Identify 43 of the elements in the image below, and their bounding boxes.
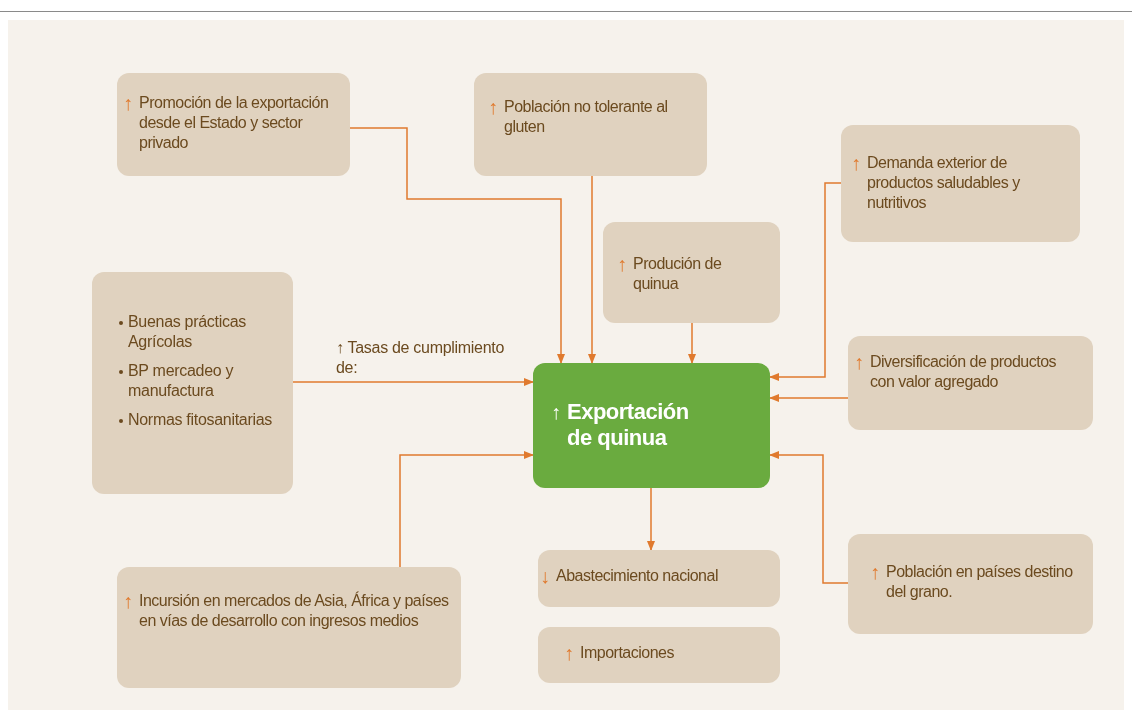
central-box bbox=[533, 363, 770, 488]
trend-arrow-icon: ↑ bbox=[617, 254, 633, 294]
factor-text: Abastecimiento nacional bbox=[556, 566, 718, 586]
factor-box bbox=[117, 73, 350, 176]
central-title: Exportación de quinua bbox=[567, 399, 690, 451]
arrow bbox=[349, 127, 565, 364]
arrow bbox=[588, 175, 596, 364]
arrow bbox=[769, 394, 849, 402]
factor-text: Produción de quinua bbox=[633, 254, 723, 294]
trend-arrow-icon: ↑ bbox=[564, 643, 580, 663]
factor-box bbox=[538, 627, 780, 683]
factor-text: Importaciones bbox=[580, 643, 674, 663]
arrow bbox=[292, 378, 534, 386]
factor-text: Promoción de la exportación desde el Estado y sector privado bbox=[139, 93, 330, 153]
factor-text: Demanda exterior de productos saludables y nutritivos bbox=[867, 153, 1021, 213]
bullet-text: Normas fitosanitarias bbox=[128, 410, 272, 430]
factor-box bbox=[848, 534, 1093, 634]
trend-arrow-icon: ↓ bbox=[540, 566, 556, 586]
arrow bbox=[769, 182, 842, 381]
arrow bbox=[399, 451, 534, 568]
factor-box bbox=[841, 125, 1080, 242]
factor-box bbox=[117, 567, 461, 688]
factor-box bbox=[848, 336, 1093, 430]
factor-text: Población en países destino del grano. bbox=[886, 562, 1074, 602]
factor-box bbox=[474, 73, 707, 176]
factor-box bbox=[538, 550, 780, 607]
bullet-text: Buenas prácticas Agrícolas bbox=[128, 312, 247, 352]
factor-text: Población no tolerante al gluten bbox=[504, 97, 669, 137]
bullet-text: BP mercadeo y manufactura bbox=[128, 361, 235, 401]
arrow bbox=[688, 322, 696, 364]
trend-arrow-icon: ↑ bbox=[488, 97, 504, 137]
factor-text: Incursión en mercados de Asia, África y países en vías de desarrollo con ingresos medios bbox=[139, 591, 449, 631]
trend-arrow-icon: ↑ bbox=[851, 153, 867, 213]
factor-box bbox=[92, 272, 293, 494]
trend-arrow-icon: ↑ bbox=[854, 352, 870, 392]
trend-arrow-icon: ↑ bbox=[870, 562, 886, 602]
factor-box bbox=[603, 222, 780, 323]
factor-text: Diversificación de productos con valor agregado bbox=[870, 352, 1058, 392]
trend-arrow-icon: ↑ bbox=[123, 93, 139, 153]
trend-arrow-icon: ↑ bbox=[551, 399, 567, 451]
arrow bbox=[769, 451, 849, 584]
arrow bbox=[647, 487, 655, 551]
trend-arrow-icon: ↑ bbox=[123, 591, 139, 631]
